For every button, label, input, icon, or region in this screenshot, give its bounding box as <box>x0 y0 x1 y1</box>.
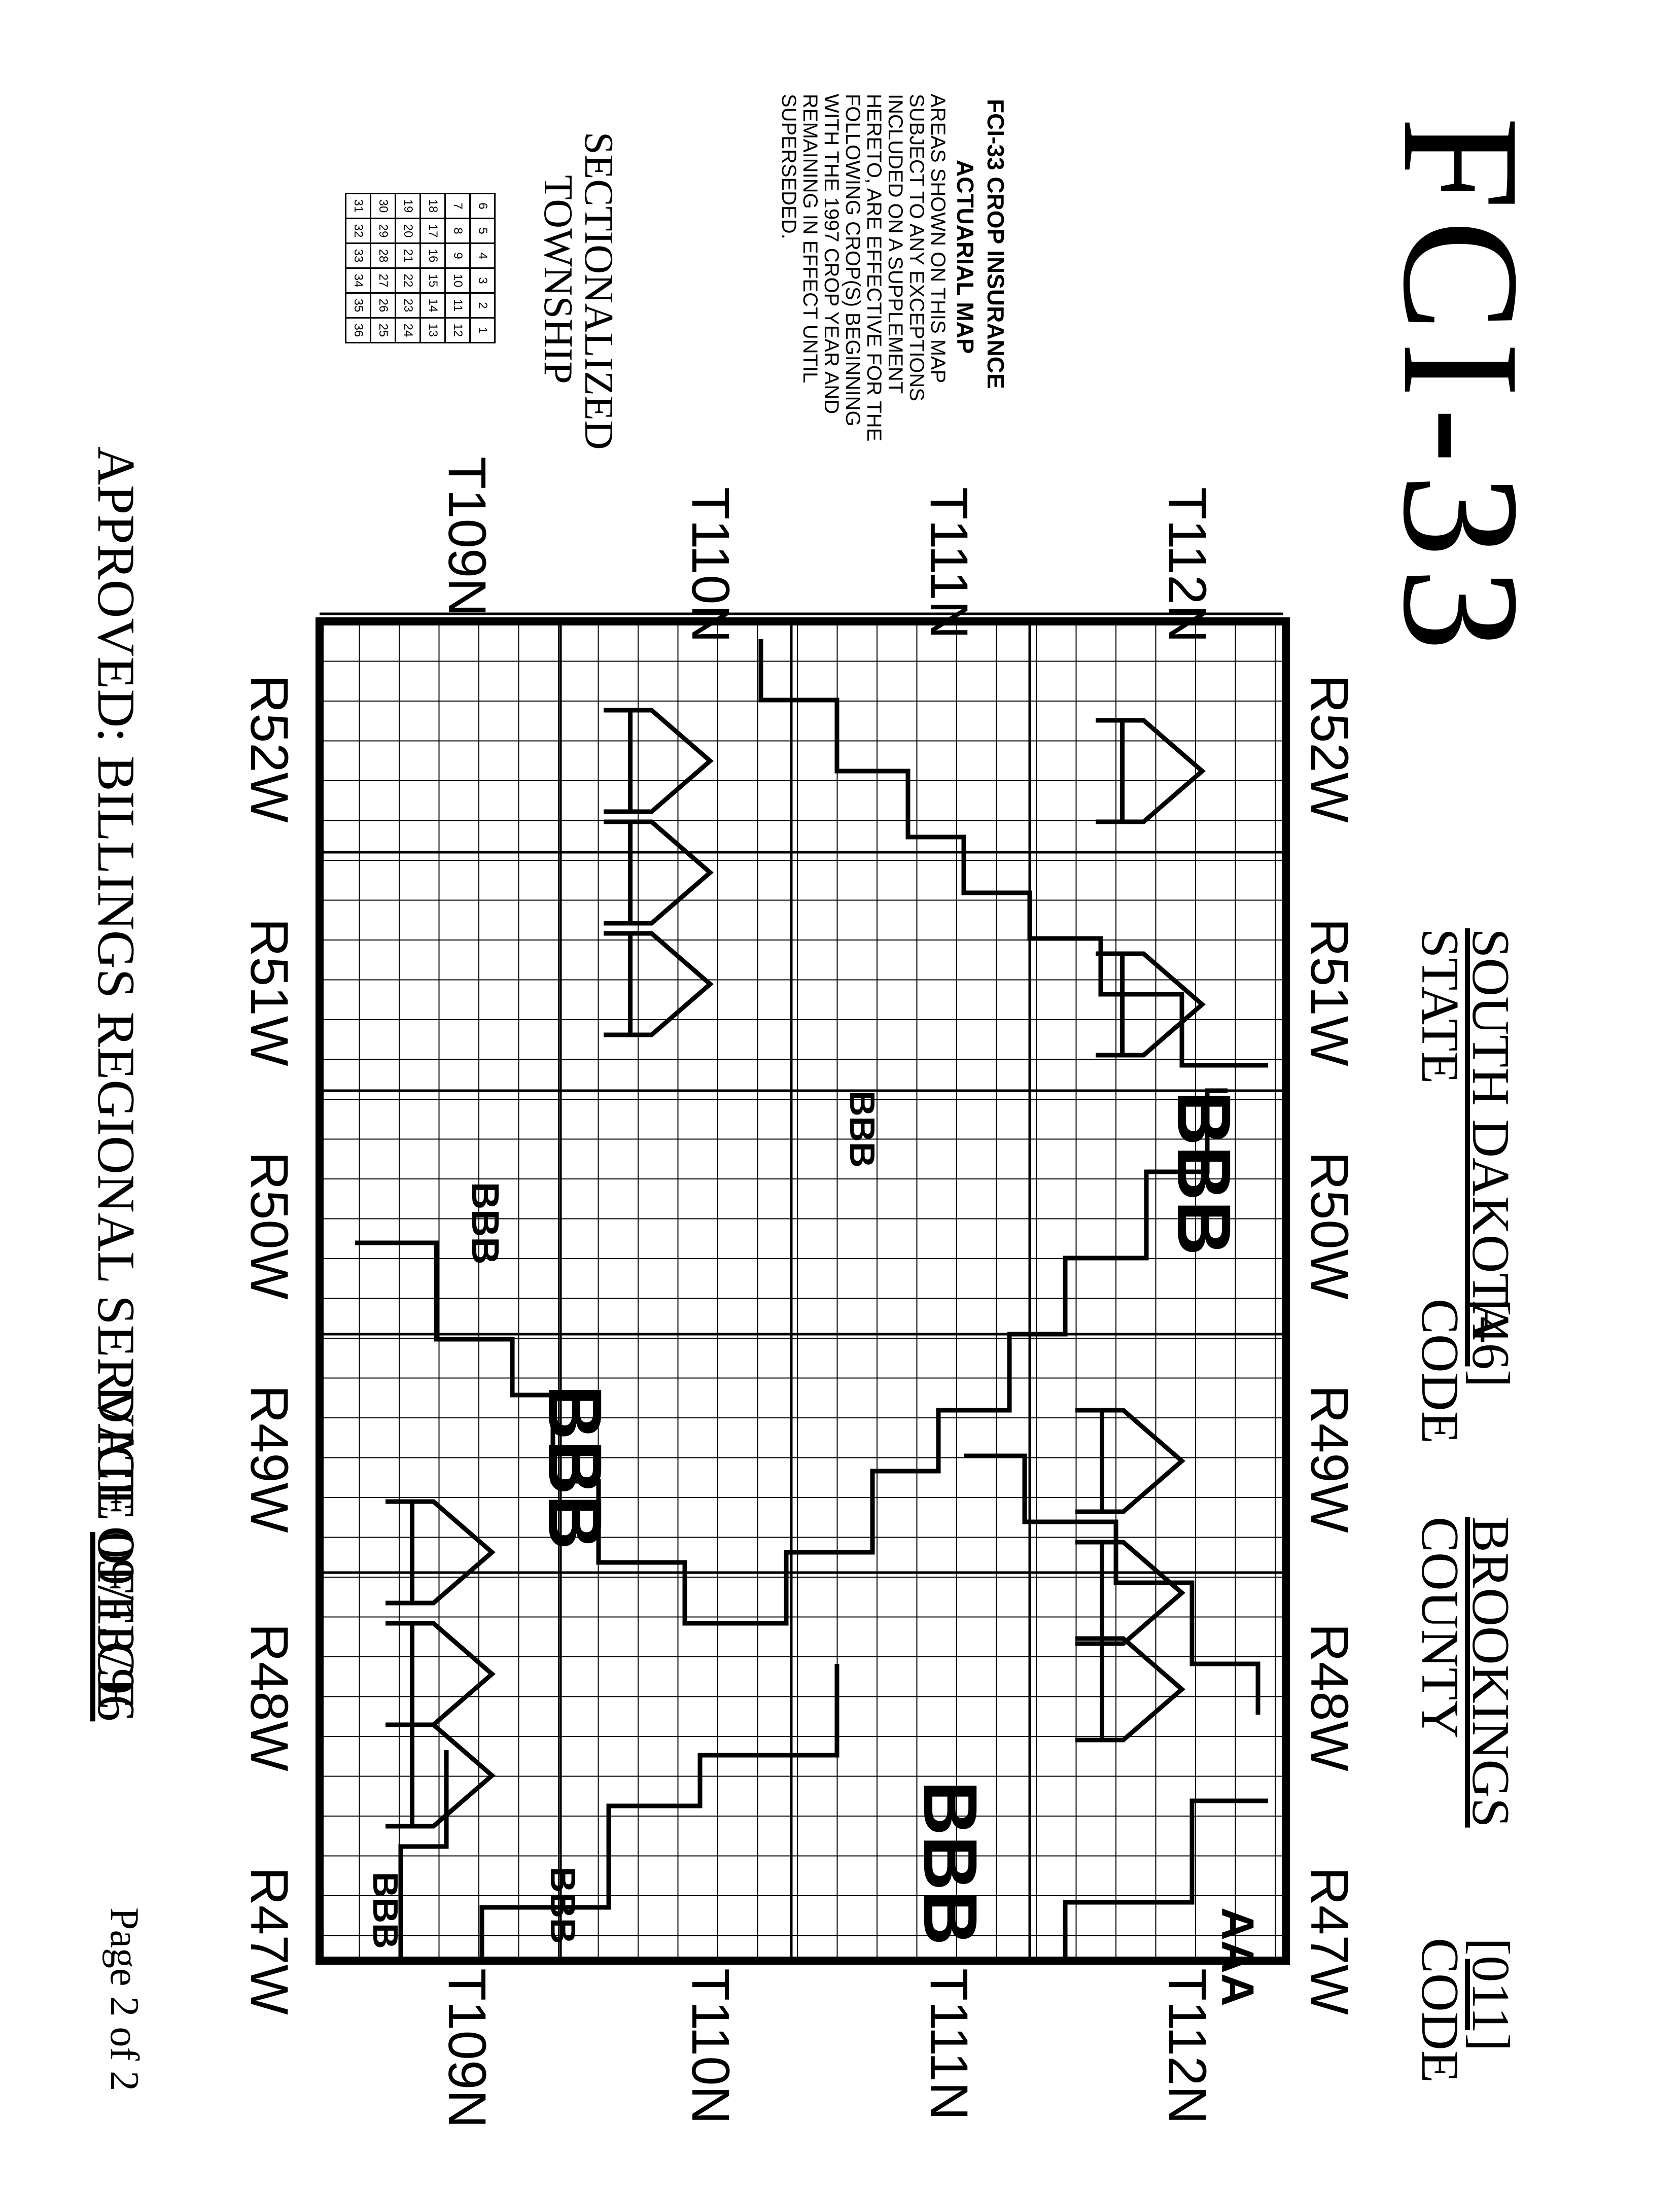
range-bottom-2: R51W <box>239 918 299 1066</box>
zone-label-bbb-4: BBB <box>533 1385 618 1550</box>
date-value: 09/13/96 <box>87 1532 146 1722</box>
township-right-3: T110N <box>681 1968 740 2125</box>
map-border <box>316 617 1290 1965</box>
range-bottom-4: R49W <box>239 1385 299 1533</box>
zone-label-bbb-3: BBB <box>464 1182 507 1265</box>
zone-a-markers <box>386 708 1206 1829</box>
range-top-4: R49W <box>1300 1385 1359 1533</box>
range-top-1: R52W <box>1300 675 1359 823</box>
date-label: DATE <box>87 1385 146 1521</box>
page-number: Page 2 of 2 <box>102 1907 147 2092</box>
township-left-3: T110N <box>681 487 740 643</box>
township-right-2: T111N <box>919 1968 978 2120</box>
township-left-2: T111N <box>919 487 978 639</box>
zone-a-marker <box>1075 1540 1185 1646</box>
range-top-2: R51W <box>1300 918 1359 1066</box>
zone-a-marker <box>604 708 714 814</box>
township-right-4: T109N <box>437 1968 497 2129</box>
township-right-1: T112N <box>1158 1968 1217 2125</box>
range-bottom-3: R50W <box>239 1152 299 1300</box>
zone-a-marker <box>386 1499 496 1606</box>
range-top-5: R48W <box>1300 1623 1359 1771</box>
zone-a-marker <box>1075 1636 1185 1743</box>
range-bottom-1: R52W <box>239 675 299 823</box>
range-bottom-5: R48W <box>239 1623 299 1771</box>
zone-a-marker <box>1096 718 1206 824</box>
range-top-6: R47W <box>1300 1867 1359 2015</box>
zone-label-bbb-6: BBB <box>543 1867 583 1944</box>
zone-label-bbb-5: BBB <box>908 1781 993 1945</box>
zone-label-bbb-1: BBB <box>1162 1091 1247 1256</box>
township-range-lines <box>320 612 1283 1958</box>
zone-label-bbb-7: BBB <box>366 1872 405 1949</box>
zone-a-marker <box>604 931 714 1037</box>
township-left-1: T112N <box>1158 487 1217 643</box>
zone-a-marker <box>1075 1408 1185 1514</box>
range-bottom-6: R47W <box>239 1867 299 2015</box>
zone-a-marker <box>386 1722 496 1829</box>
range-top-3: R50W <box>1300 1152 1359 1300</box>
zone-a-marker <box>1096 951 1206 1058</box>
township-left-4: T109N <box>437 457 497 617</box>
zone-boundaries <box>355 639 1268 1958</box>
zone-a-marker <box>604 819 714 926</box>
zone-label-bbb-2: BBB <box>843 1091 882 1168</box>
zone-label-aaa: AAA <box>1212 1907 1263 2006</box>
